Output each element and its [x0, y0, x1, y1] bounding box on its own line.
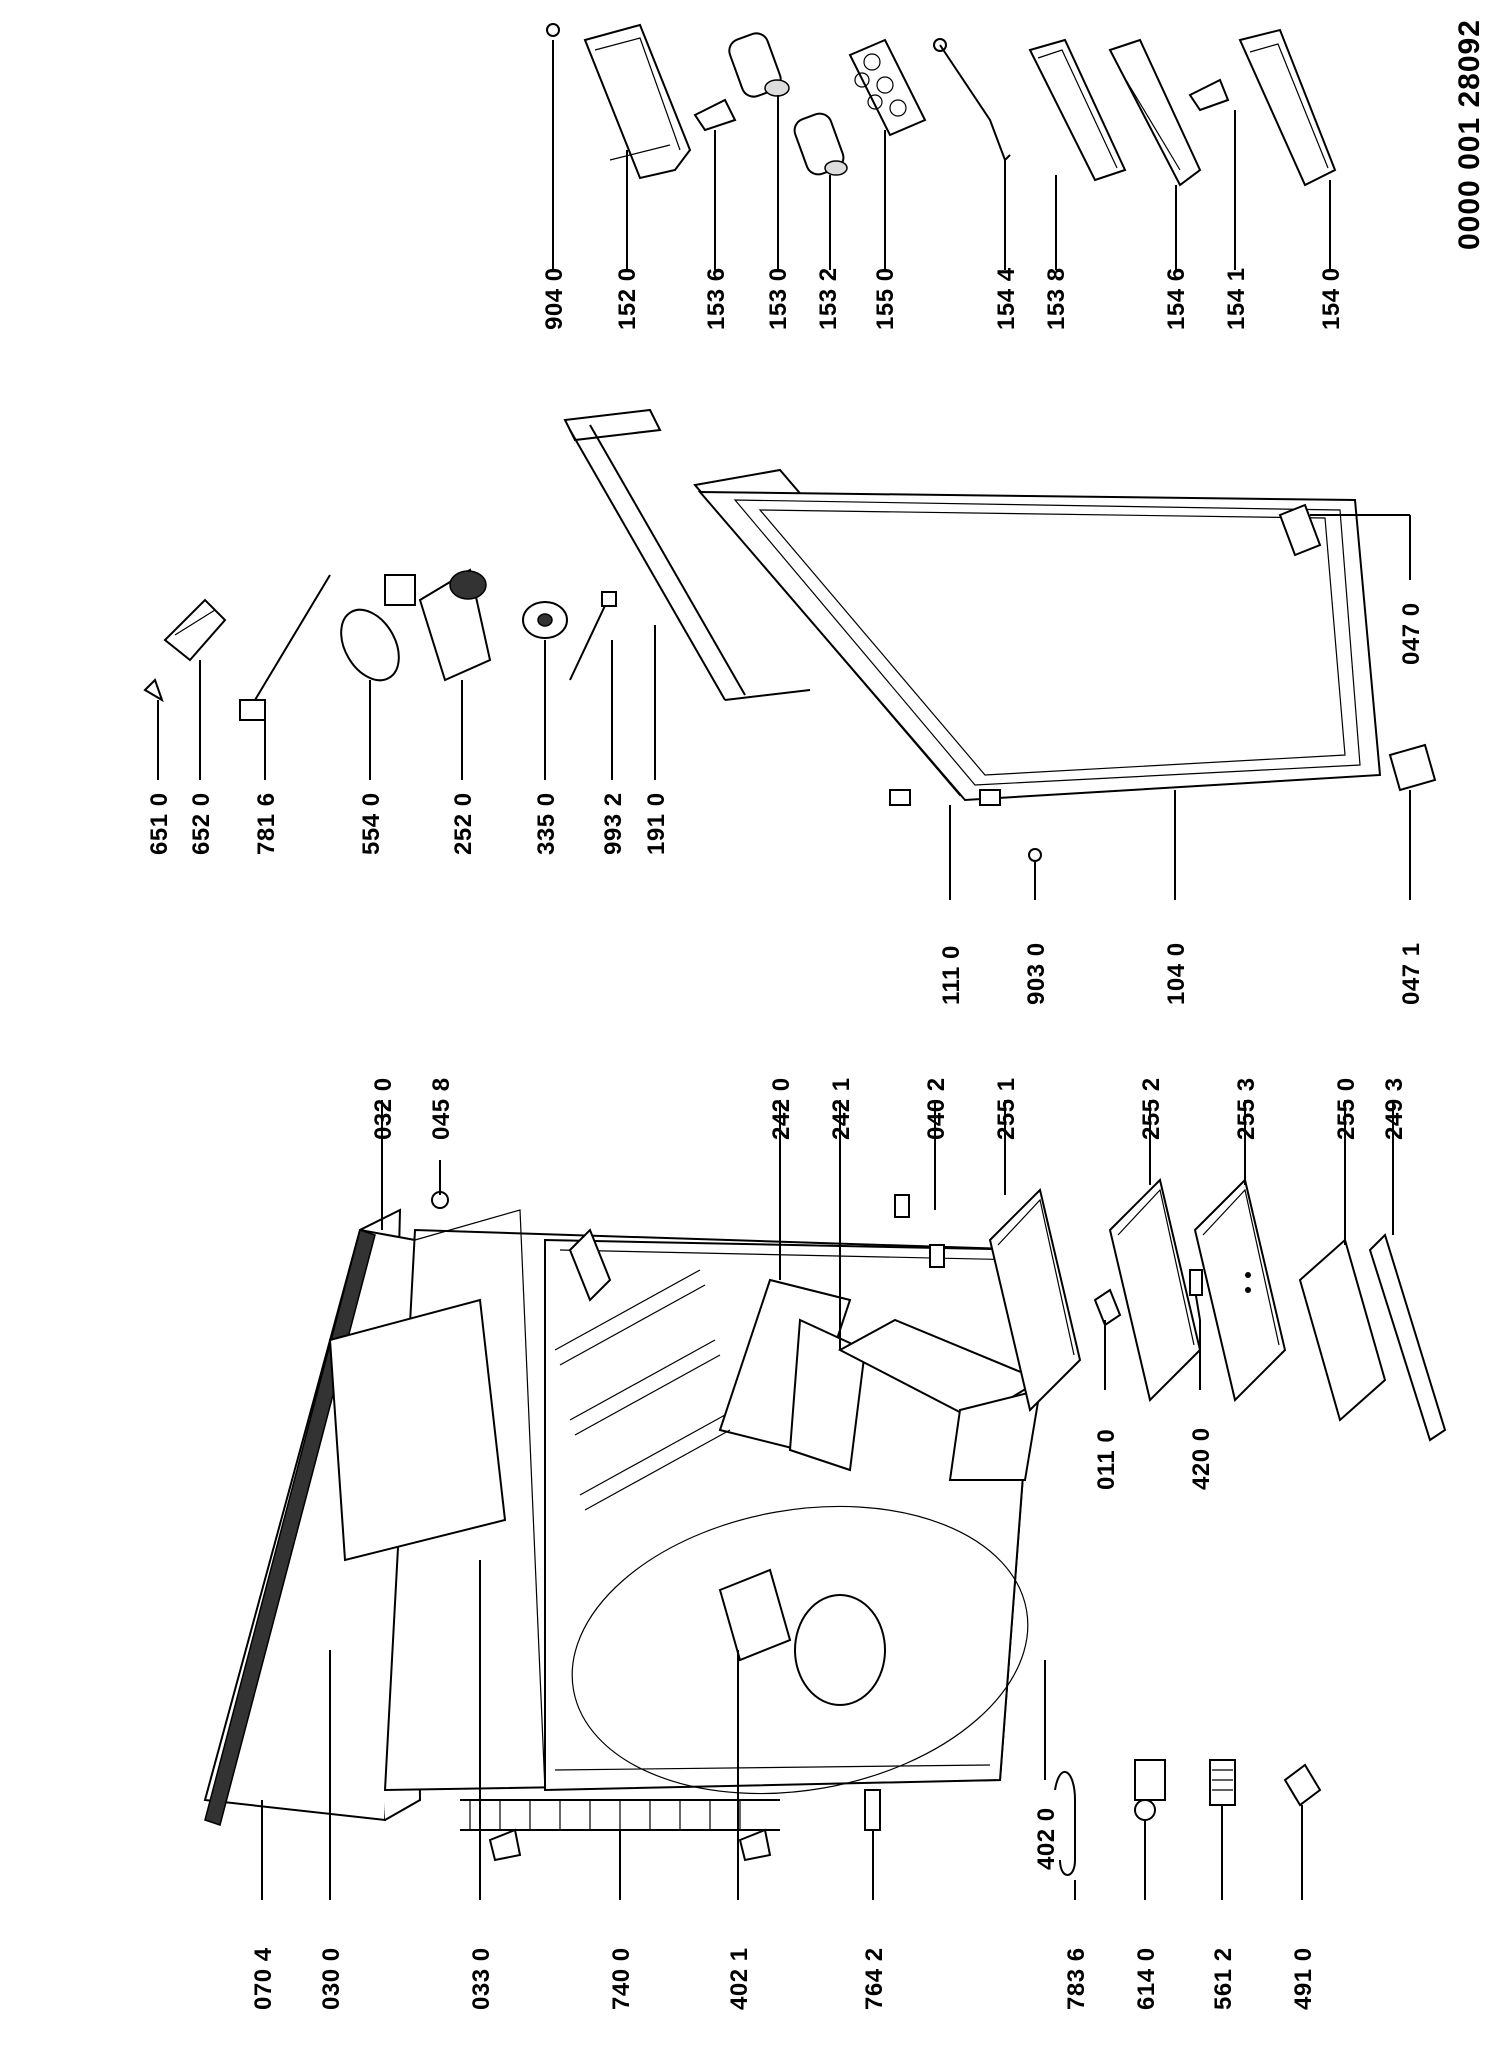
part-label-154-6: 154 6	[1163, 267, 1190, 330]
screw-903-icon	[1028, 848, 1042, 862]
part-label-047-0: 047 0	[1398, 602, 1425, 665]
glass-shelf-255-3-icon	[1193, 1178, 1287, 1402]
part-label-152-0: 152 0	[614, 267, 641, 330]
part-label-011-0: 011 0	[1093, 1428, 1120, 1490]
part-label-740-0: 740 0	[608, 1947, 635, 2010]
part-label-104-0: 104 0	[1163, 942, 1190, 1005]
part-label-191-0: 191 0	[643, 792, 670, 855]
tube-783-icon	[1054, 1770, 1076, 1876]
part-label-030-0: 030 0	[318, 1947, 345, 2010]
part-label-903-0: 903 0	[1023, 942, 1050, 1005]
hinge-154-1-icon	[1188, 78, 1230, 112]
egg-holder-153-0-icon	[728, 32, 790, 98]
lamp-cover-335-icon	[522, 601, 568, 639]
part-904-icon	[546, 23, 560, 37]
part-label-255-3: 255 3	[1233, 1077, 1260, 1140]
part-label-402-1: 402 1	[726, 1947, 753, 2010]
foot-047-1-icon	[1388, 743, 1437, 792]
part-label-155-0: 155 0	[872, 267, 899, 330]
relay-614-icon	[1134, 1759, 1166, 1821]
egg-holder-153-2-icon	[793, 112, 848, 176]
lamp-box-cabinet-icon	[568, 1228, 612, 1302]
part-label-255-0: 255 0	[1333, 1077, 1360, 1140]
glass-shelf-255-1-icon	[988, 1188, 1082, 1412]
part-label-554-0: 554 0	[358, 792, 385, 855]
shelf-153-8-icon	[1028, 38, 1127, 182]
connector-561-icon	[1209, 1759, 1236, 1806]
part-label-154-0: 154 0	[1318, 267, 1345, 330]
part-label-242-1: 242 1	[828, 1077, 855, 1140]
compressor-402-icon	[571, 1505, 1029, 1795]
door-bin-152-icon	[583, 23, 692, 180]
part-label-047-1: 047 1	[1398, 942, 1425, 1005]
part-label-154-1: 154 1	[1223, 267, 1250, 330]
door-104-icon	[693, 468, 1382, 802]
hinge-111-icon	[889, 789, 1001, 806]
part-label-402-0: 402 0	[1033, 1807, 1060, 1870]
bracket-153-6-icon	[693, 98, 737, 132]
part-label-783-6: 783 6	[1063, 1947, 1090, 2010]
part-label-420-0: 420 0	[1188, 1427, 1215, 1490]
part-label-153-8: 153 8	[1043, 267, 1070, 330]
part-label-033-0: 033 0	[468, 1947, 495, 2010]
screw-045-8-icon	[431, 1160, 449, 1209]
bottle-bin-154-icon	[1238, 28, 1337, 187]
egg-tray-155-icon	[848, 38, 927, 137]
lamp-651-icon	[143, 678, 164, 703]
wire-rod-154-4-icon	[933, 38, 1011, 162]
part-label-335-0: 335 0	[533, 792, 560, 855]
part-label-255-1: 255 1	[993, 1077, 1020, 1140]
part-label-242-0: 242 0	[768, 1077, 795, 1140]
part-label-252-0: 252 0	[450, 792, 477, 855]
dairy-lid-154-6-icon	[1108, 38, 1202, 187]
part-label-764-2: 764 2	[861, 1947, 888, 2010]
compartment-033-icon	[328, 1298, 507, 1562]
lamp-housing-252-icon	[418, 568, 492, 682]
part-label-491-0: 491 0	[1290, 1947, 1317, 2010]
thermostat-652-icon	[163, 598, 227, 662]
crisper-242-icon	[718, 1278, 1043, 1481]
part-label-070-4: 070 4	[250, 1947, 277, 2010]
door-gasket-191-icon	[563, 408, 811, 701]
feet-040-2-icon	[894, 1194, 945, 1268]
part-label-040-2: 040 2	[923, 1077, 950, 1140]
part-label-255-2: 255 2	[1138, 1077, 1165, 1140]
part-label-652-0: 652 0	[188, 792, 215, 855]
part-label-154-4: 154 4	[993, 267, 1020, 330]
trim-249-3-icon	[1368, 1233, 1447, 1442]
part-label-993-2: 993 2	[600, 792, 627, 855]
part-label-111-0: 111 0	[938, 945, 965, 1005]
part-label-153-0: 153 0	[765, 267, 792, 330]
part-label-153-2: 153 2	[815, 267, 842, 330]
foot-047-0-icon	[1278, 503, 1322, 557]
rod-781-icon	[239, 574, 331, 721]
part-label-045-8: 045 8	[428, 1077, 455, 1140]
part-label-904-0: 904 0	[541, 267, 568, 330]
wire-993-icon	[569, 591, 617, 681]
shelf-rails-icon	[554, 1269, 731, 1511]
cable-420-icon	[1189, 1269, 1251, 1321]
drier-764-icon	[864, 1789, 881, 1831]
document-number: 0000 001 28092	[1453, 19, 1486, 250]
part-label-032-0: 032 0	[370, 1077, 397, 1140]
part-label-651-0: 651 0	[146, 792, 173, 855]
glass-shelf-255-0-icon	[1298, 1238, 1387, 1422]
part-label-781-6: 781 6	[253, 792, 280, 855]
knob-554-icon	[340, 574, 416, 682]
part-label-153-6: 153 6	[703, 267, 730, 330]
part-label-614-0: 614 0	[1133, 1947, 1160, 2010]
glass-shelf-255-2-icon	[1108, 1178, 1202, 1402]
feet-011-icon	[1093, 1288, 1122, 1327]
clip-491-icon	[1283, 1763, 1322, 1807]
condenser-740-icon	[460, 1799, 780, 1862]
part-label-249-3: 249 3	[1381, 1077, 1408, 1140]
part-label-561-2: 561 2	[1210, 1947, 1237, 2010]
